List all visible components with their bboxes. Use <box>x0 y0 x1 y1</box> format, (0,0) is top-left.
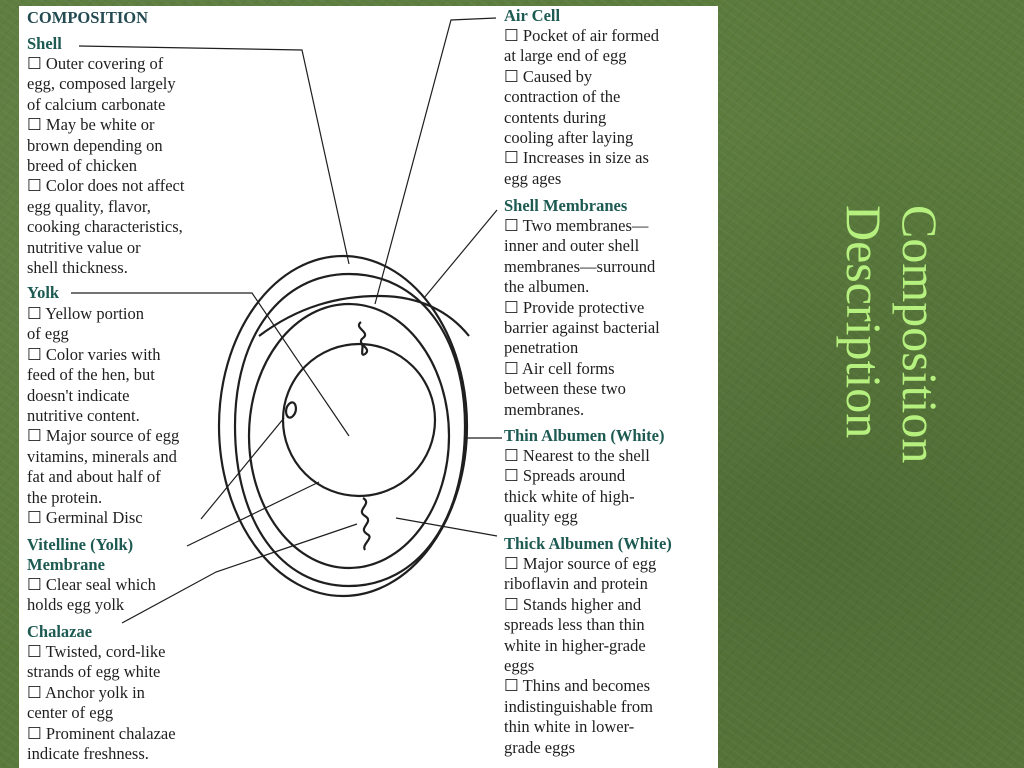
chalazae-leader <box>121 523 358 624</box>
vitelline-leader <box>186 481 320 547</box>
air-cell-line <box>258 294 470 337</box>
yolk-description: ☐ Yellow portion of egg ☐ Color varies w… <box>27 304 180 528</box>
germinal-disc-leader <box>200 417 285 520</box>
thick-albumen-description: ☐ Major source of egg riboflavin and pro… <box>504 554 657 757</box>
vitelline-membrane-description: ☐ Clear seal which holds egg yolk <box>27 575 156 615</box>
shell-title: Shell <box>27 34 62 53</box>
egg-shell-outline <box>217 254 469 598</box>
thick-albumen-title: Thick Albumen (White) <box>504 534 672 553</box>
chalaza-top <box>357 321 369 356</box>
thin-albumen-outline <box>247 302 451 570</box>
shell-membranes-leader <box>423 209 498 299</box>
air-cell-description: ☐ Pocket of air formed at large end of e… <box>504 26 659 188</box>
egg-diagram-drawing <box>71 17 502 624</box>
yolk-title: Yolk <box>27 283 60 302</box>
yolk-outline <box>281 342 437 498</box>
shell-leader <box>78 45 350 265</box>
shell-membrane-outline <box>233 272 467 588</box>
egg-composition-figure: COMPOSITION Shell ☐ Outer covering of eg… <box>19 6 718 768</box>
thin-albumen-title: Thin Albumen (White) <box>504 426 665 445</box>
chalazae-title: Chalazae <box>27 622 93 641</box>
air-cell-title: Air Cell <box>504 6 561 25</box>
air-cell-leader <box>374 17 497 305</box>
chalazae-description: ☐ Twisted, cord-like strands of egg whit… <box>27 642 176 764</box>
vitelline-membrane-title: Vitelline (Yolk) Membrane <box>27 535 134 575</box>
chalaza-bottom <box>360 497 371 551</box>
thick-albumen-leader <box>395 517 498 537</box>
yolk-leader <box>71 292 350 437</box>
slide-title-line-2: Description <box>836 205 892 439</box>
germinal-disc <box>284 401 298 419</box>
shell-description: ☐ Outer covering of egg, composed largel… <box>27 54 185 278</box>
slide-title-line-1: Composition <box>892 205 948 464</box>
thin-albumen-description: ☐ Nearest to the shell ☐ Spreads around … <box>504 446 650 527</box>
diagram-heading: COMPOSITION <box>27 8 149 27</box>
shell-membranes-description: ☐ Two membranes— inner and outer shell m… <box>504 216 660 419</box>
slide-title: Composition Description <box>808 205 948 555</box>
shell-membranes-title: Shell Membranes <box>504 196 628 215</box>
